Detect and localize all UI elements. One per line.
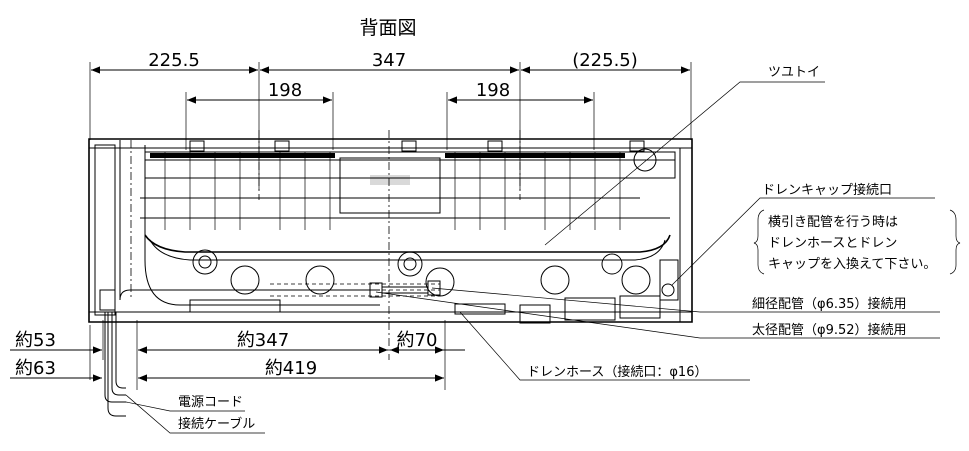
note-line-2: ドレンホースとドレン (768, 236, 897, 251)
dim-top-right: (225.5) (572, 50, 638, 71)
drawing-title: 背面図 (359, 17, 416, 39)
callout-leaders (375, 81, 940, 381)
dim-inner-right: 198 (476, 80, 510, 101)
label-thick-pipe: 太径配管（φ9.52）接続用 (752, 322, 907, 338)
dim-approx-63: 約63 (15, 358, 56, 379)
note-bracket (753, 209, 961, 275)
label-drain-hose: ドレンホース（接続口：φ16） (527, 364, 707, 380)
bottom-dimensions: 約53 約63 約347 約70 約419 (10, 320, 465, 390)
label-drain-cap-port: ドレンキャップ接続口 (762, 182, 892, 198)
label-thin-pipe: 細径配管（φ6.35）接続用 (752, 296, 907, 312)
note-line-3: キャップを入換えて下さい。 (768, 257, 936, 272)
dim-approx-347: 約347 (237, 330, 289, 351)
cables (104, 312, 265, 434)
label-tsutoi: ツユトイ (768, 65, 820, 80)
dim-top-left: 225.5 (148, 50, 200, 71)
dim-approx-419: 約419 (265, 358, 317, 379)
top-dimensions: 225.5 347 (225.5) 198 198 (89, 50, 692, 190)
note-line-1: 横引き配管を行う時は (768, 215, 898, 230)
dim-approx-70: 約70 (397, 330, 438, 351)
label-connect-cable: 接続ケーブル (178, 416, 255, 432)
label-power-cord: 電源コード (178, 395, 243, 410)
dim-approx-53: 約53 (15, 330, 56, 351)
unit-body (88, 130, 693, 360)
dim-top-center: 347 (372, 50, 406, 71)
dim-inner-left: 198 (268, 80, 302, 101)
